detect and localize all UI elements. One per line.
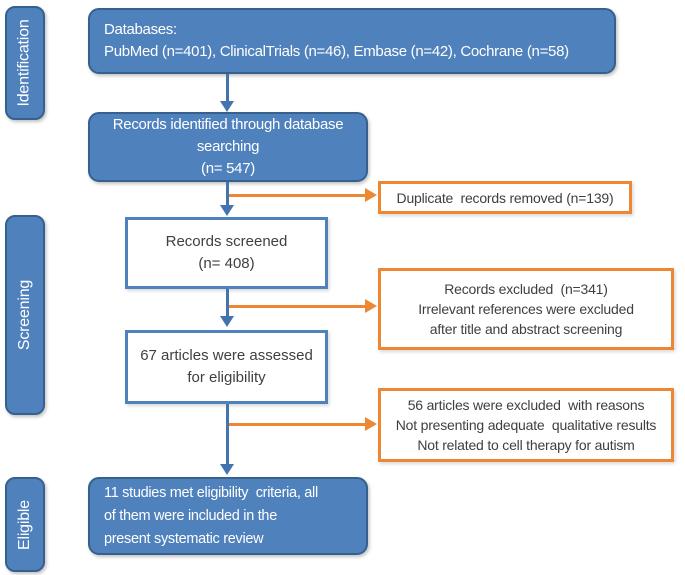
arrow-head-identified-to-screened [220,205,234,216]
articles-assessed-box: 67 articles were assessed for eligibilit… [125,330,328,404]
articles-excluded-text: 56 articles were excluded with reasons N… [395,397,657,453]
duplicates-removed-text: Duplicate records removed (n=139) [396,189,614,206]
branch-line-records-excluded [229,305,365,308]
stage-identification: Identification [5,6,45,120]
stage-eligible-label: Eligible [16,499,33,550]
articles-excluded-box: 56 articles were excluded with reasons N… [378,388,674,462]
branch-line-articles-excluded [229,423,365,426]
records-identified-text: Records identified through database sear… [112,116,344,177]
databases-text: Databases: PubMed (n=401), ClinicalTrial… [104,21,569,60]
duplicates-removed-box: Duplicate records removed (n=139) [378,181,632,214]
branch-head-duplicates [365,188,377,202]
arrow-line-screened-to-assessed [226,289,229,317]
articles-assessed-text: 67 articles were assessed for eligibilit… [140,347,313,386]
arrow-head-screened-to-assessed [220,316,234,327]
databases-box: Databases: PubMed (n=401), ClinicalTrial… [88,8,616,74]
records-excluded-box: Records excluded (n=341) Irrelevant refe… [378,268,674,350]
records-excluded-text: Records excluded (n=341) Irrelevant refe… [418,281,634,337]
branch-head-records-excluded [365,299,377,313]
stage-screening-label: Screening [16,279,33,351]
studies-included-text: 11 studies met eligibility criteria, all… [104,484,318,547]
stage-eligible: Eligible [5,477,45,572]
arrow-line-databases-to-identified [226,74,229,102]
arrow-line-assessed-to-included [226,404,229,465]
arrow-line-identified-to-screened [226,182,229,206]
stage-screening: Screening [5,215,45,415]
arrow-head-assessed-to-included [220,464,234,475]
records-identified-box: Records identified through database sear… [88,112,368,182]
records-screened-text: Records screened (n= 408) [165,233,288,272]
arrow-head-databases-to-identified [220,101,234,112]
studies-included-box: 11 studies met eligibility criteria, all… [88,477,368,555]
branch-line-duplicates [229,194,365,197]
stage-identification-label: Identification [16,19,34,107]
branch-head-articles-excluded [365,417,377,431]
records-screened-box: Records screened (n= 408) [125,217,328,289]
